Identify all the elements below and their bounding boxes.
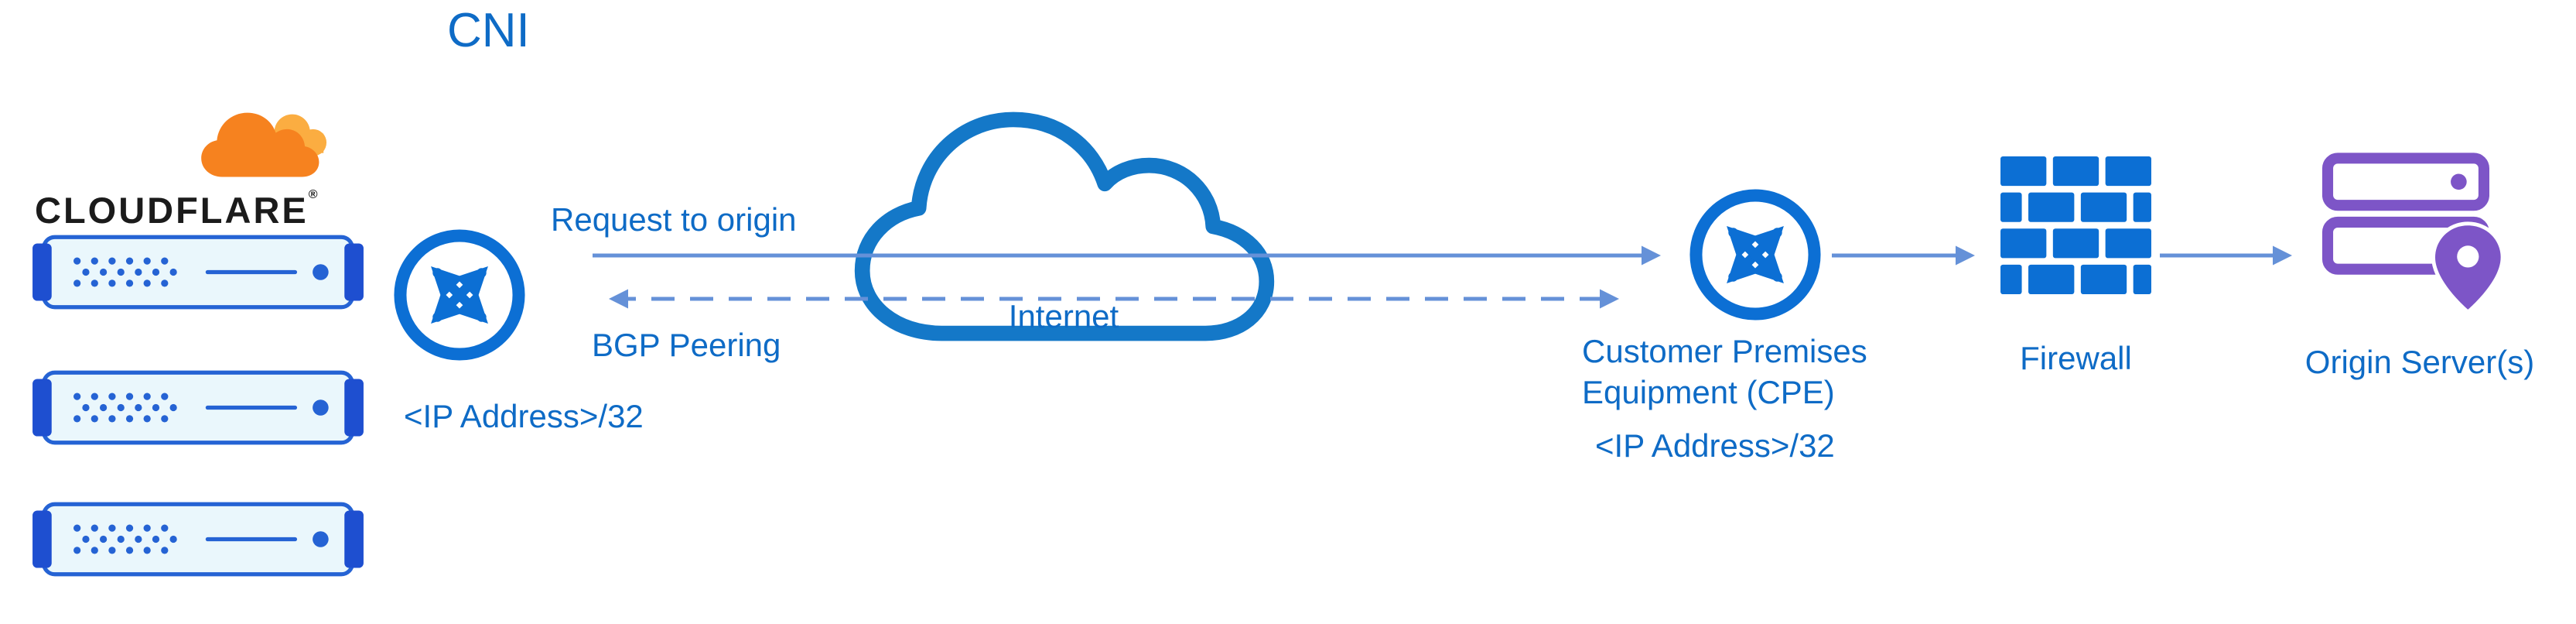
firewall-label: Firewall bbox=[2020, 340, 2132, 376]
origin-server-label: Origin Server(s) bbox=[2304, 344, 2535, 380]
edge-server-icon bbox=[31, 232, 365, 312]
request-to-origin-label: Request to origin bbox=[551, 201, 797, 238]
cloudflare-logo: CLOUDFLARE® bbox=[35, 105, 367, 231]
cloudflare-cloud-icon bbox=[201, 112, 327, 177]
internet-label: Internet bbox=[1008, 298, 1119, 334]
origin-server-icon bbox=[2319, 145, 2513, 321]
registered-mark: ® bbox=[308, 188, 320, 201]
cpe-router-icon bbox=[1686, 186, 1824, 324]
edge-server-icon bbox=[31, 368, 365, 447]
edge-server-icon bbox=[31, 499, 365, 579]
diagram-title: CNI bbox=[447, 4, 530, 57]
internet-cloud-icon bbox=[854, 111, 1275, 341]
edge-router-icon bbox=[391, 226, 528, 364]
internet-cloud: Internet bbox=[832, 89, 1296, 364]
bgp-peering-label: BGP Peering bbox=[592, 327, 781, 363]
edge-router-ip-label: <IP Address>/32 bbox=[404, 398, 644, 434]
cloudflare-wordmark: CLOUDFLARE® bbox=[35, 189, 367, 231]
cpe-name-line2: Equipment (CPE) bbox=[1582, 374, 1835, 410]
firewall-brick-icon bbox=[2000, 156, 2151, 294]
cpe-ip-label: <IP Address>/32 bbox=[1595, 427, 1835, 464]
cloudflare-brand-text: CLOUDFLARE bbox=[35, 190, 309, 231]
cpe-name-line1: Customer Premises bbox=[1582, 333, 1867, 369]
